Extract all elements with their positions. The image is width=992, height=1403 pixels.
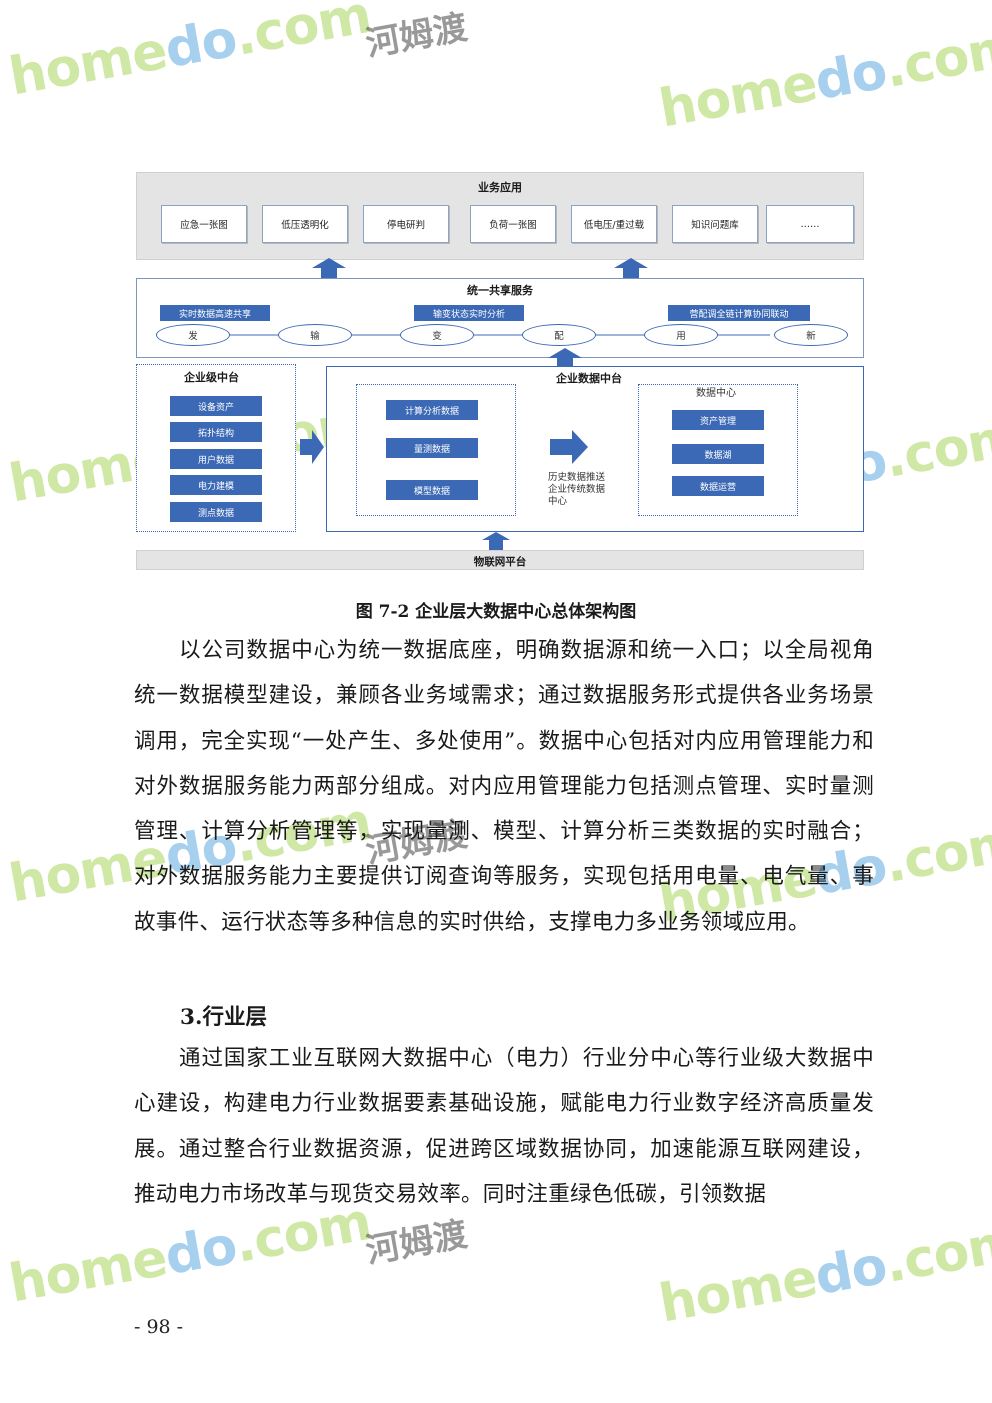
data-middle-item: 量测数据 [386, 438, 478, 458]
app-box: 停电研判 [363, 205, 449, 243]
watermark-bottom-left: homedo.com 河姆渡 [4, 1191, 471, 1315]
chain-node: 配 [522, 324, 596, 346]
enterprise-item: 设备资产 [170, 396, 262, 416]
paragraph-text: 通过国家工业互联网大数据中心（电力）行业分中心等行业级大数据中心建设，构建电力行… [134, 1046, 874, 1207]
body-paragraph-2: 通过国家工业互联网大数据中心（电力）行业分中心等行业级大数据中心建设，构建电力行… [134, 1036, 874, 1217]
up-arrow-icon [482, 532, 510, 550]
enterprise-item: 拓扑结构 [170, 422, 262, 442]
watermark-top-right: homedo.com [654, 16, 992, 140]
architecture-diagram: 业务应用 应急一张图 低压透明化 停电研判 负荷一张图 低电压/重过载 知识问题… [136, 172, 864, 570]
page-number: - 98 - [134, 1316, 184, 1338]
data-middle-title: 企业数据中台 [556, 372, 622, 385]
history-push-text: 历史数据推送企业传统数据中心 [548, 472, 606, 507]
data-center-item: 数据运营 [672, 476, 764, 496]
up-arrow-icon [548, 348, 582, 370]
shared-service-title: 统一共享服务 [467, 284, 533, 297]
app-box: 应急一张图 [161, 205, 247, 243]
right-arrow-icon [300, 430, 324, 464]
chain-node: 用 [644, 324, 718, 346]
chain-connector [230, 334, 770, 336]
watermark-top-left: homedo.com 河姆渡 [4, 0, 471, 108]
app-box: 低压透明化 [262, 205, 348, 243]
shared-bar: 输变状态实时分析 [414, 305, 524, 321]
paragraph-text: 以公司数据中心为统一数据底座，明确数据源和统一入口；以全局视角统一数据模型建设，… [134, 638, 874, 935]
app-box: 负荷一张图 [470, 205, 556, 243]
data-middle-item: 计算分析数据 [386, 400, 478, 420]
business-app-band: 业务应用 应急一张图 低压透明化 停电研判 负荷一张图 低电压/重过载 知识问题… [136, 172, 864, 260]
iot-platform-band: 物联网平台 [136, 550, 864, 570]
chain-node: 输 [278, 324, 352, 346]
watermark-bottom-right: homedo.com [654, 1211, 992, 1335]
enterprise-item: 测点数据 [170, 502, 262, 522]
business-app-title: 业务应用 [478, 181, 522, 194]
app-box: …… [766, 205, 854, 243]
body-paragraph-1: 以公司数据中心为统一数据底座，明确数据源和统一入口；以全局视角统一数据模型建设，… [134, 628, 874, 945]
shared-bar: 实时数据高速共享 [160, 305, 270, 321]
right-arrow-icon [550, 430, 588, 464]
chain-node: 新 [774, 324, 848, 346]
chain-node: 发 [156, 324, 230, 346]
iot-platform-title: 物联网平台 [473, 556, 527, 568]
app-box: 知识问题库 [672, 205, 758, 243]
data-center-item: 资产管理 [672, 410, 764, 430]
enterprise-middle-title: 企业级中台 [184, 371, 239, 384]
up-arrow-icon [614, 258, 648, 280]
app-box: 低电压/重过载 [571, 205, 657, 243]
shared-bar: 营配调全链计算协同联动 [668, 305, 810, 321]
data-center-title: 数据中心 [696, 388, 736, 399]
data-center-item: 数据湖 [672, 444, 764, 464]
data-middle-item: 模型数据 [386, 480, 478, 500]
enterprise-item: 电力建模 [170, 475, 262, 495]
section-heading: 3.行业层 [180, 1005, 267, 1030]
chain-node: 变 [400, 324, 474, 346]
figure-caption: 图 7-2 企业层大数据中心总体架构图 [355, 602, 637, 622]
up-arrow-icon [312, 258, 346, 280]
enterprise-item: 用户数据 [170, 449, 262, 469]
